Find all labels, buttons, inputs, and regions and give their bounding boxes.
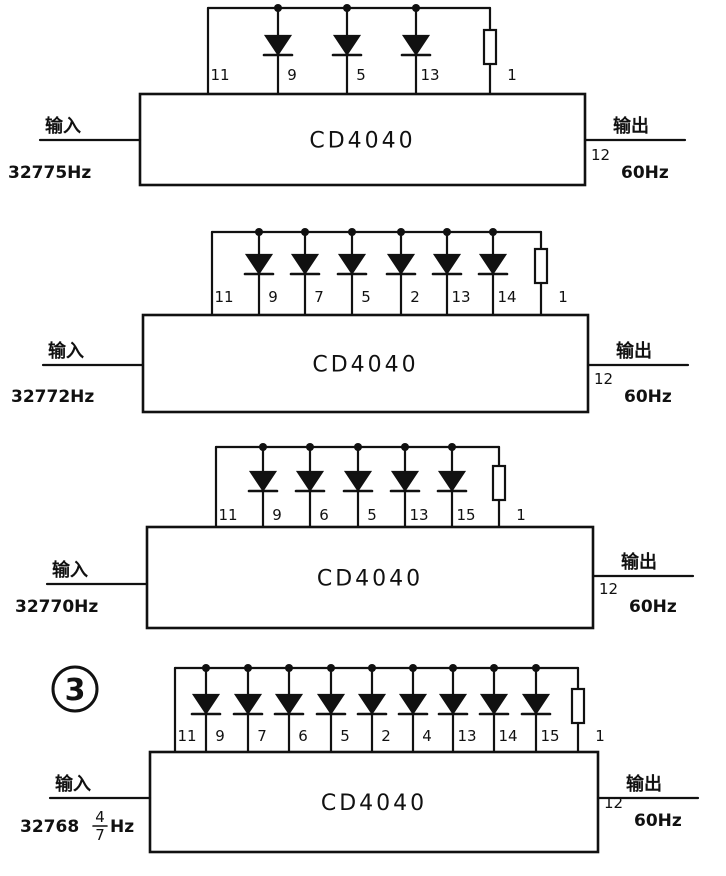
output-label: 输出 xyxy=(613,115,649,137)
diode-icon xyxy=(316,693,346,715)
input-label: 输入 xyxy=(45,115,81,137)
chip-label: CD4040 xyxy=(321,791,427,816)
output-pin-number: 12 xyxy=(604,794,623,812)
pin-number: 14 xyxy=(498,727,517,745)
diode-icon xyxy=(390,470,420,492)
output-pin-number: 12 xyxy=(591,146,610,164)
pin-number: 7 xyxy=(257,727,267,745)
output-label: 输出 xyxy=(616,340,652,362)
resistor-pin-number: 1 xyxy=(507,66,517,84)
pin-number: 6 xyxy=(319,506,329,524)
pin-number: 9 xyxy=(272,506,282,524)
resistor-pin-number: 1 xyxy=(595,727,605,745)
resistor-icon xyxy=(491,464,507,502)
input-label: 输入 xyxy=(55,773,91,795)
resistor-icon xyxy=(570,687,586,725)
pin-number: 13 xyxy=(451,288,470,306)
diode-icon xyxy=(244,253,274,275)
pin-number-left: 11 xyxy=(177,727,196,745)
input-frequency: 32772Hz xyxy=(11,387,94,407)
pin-number-left: 11 xyxy=(210,66,229,84)
diode-icon xyxy=(478,253,508,275)
diode-icon xyxy=(248,470,278,492)
input-label: 输入 xyxy=(52,559,88,581)
pin-number: 13 xyxy=(457,727,476,745)
resistor-icon xyxy=(533,247,549,285)
diode-icon xyxy=(386,253,416,275)
input-frequency: 32770Hz xyxy=(15,597,98,617)
diode-icon xyxy=(357,693,387,715)
chip-box xyxy=(145,525,595,630)
input-frequency: 32768 xyxy=(20,817,79,837)
pin-number: 5 xyxy=(367,506,377,524)
output-frequency: 60Hz xyxy=(634,811,682,831)
diode-icon xyxy=(233,693,263,715)
chip-label: CD4040 xyxy=(309,129,415,154)
pin-number-left: 11 xyxy=(218,506,237,524)
input-frequency-unit: Hz xyxy=(110,817,134,837)
pin-number: 15 xyxy=(540,727,559,745)
pin-number: 2 xyxy=(410,288,420,306)
output-frequency: 60Hz xyxy=(629,597,677,617)
pin-number: 2 xyxy=(381,727,391,745)
diode-icon xyxy=(191,693,221,715)
diode-icon xyxy=(521,693,551,715)
diode-icon xyxy=(332,34,362,56)
pin-number: 5 xyxy=(361,288,371,306)
figure-circle xyxy=(51,665,99,713)
input-frequency: 32775Hz xyxy=(8,163,91,183)
resistor-icon xyxy=(482,28,498,66)
diode-icon xyxy=(432,253,462,275)
frequency-fraction-denominator: 7 xyxy=(95,826,105,844)
pin-number: 7 xyxy=(314,288,324,306)
diode-icon xyxy=(263,34,293,56)
resistor-pin-number: 1 xyxy=(558,288,568,306)
output-label: 输出 xyxy=(626,773,662,795)
pin-number: 15 xyxy=(456,506,475,524)
pin-number-left: 11 xyxy=(214,288,233,306)
diode-icon xyxy=(437,470,467,492)
pin-number: 14 xyxy=(497,288,516,306)
pin-number: 4 xyxy=(422,727,432,745)
output-pin-number: 12 xyxy=(594,370,613,388)
output-label: 输出 xyxy=(621,551,657,573)
chip-box xyxy=(148,750,600,854)
pin-number: 9 xyxy=(215,727,225,745)
diode-icon xyxy=(274,693,304,715)
diode-icon xyxy=(343,470,373,492)
output-pin-number: 12 xyxy=(599,580,618,598)
diode-icon xyxy=(337,253,367,275)
pin-number: 13 xyxy=(420,66,439,84)
pin-number: 13 xyxy=(409,506,428,524)
diode-icon xyxy=(438,693,468,715)
diode-icon xyxy=(290,253,320,275)
output-frequency: 60Hz xyxy=(621,163,669,183)
pin-number: 6 xyxy=(298,727,308,745)
diode-icon xyxy=(401,34,431,56)
chip-label: CD4040 xyxy=(317,567,423,592)
pin-number: 9 xyxy=(287,66,297,84)
chip-box xyxy=(141,313,590,414)
figure-number: 3 xyxy=(65,673,86,708)
input-label: 输入 xyxy=(48,340,84,362)
resistor-pin-number: 1 xyxy=(516,506,526,524)
frequency-fraction-numerator: 4 xyxy=(95,808,105,826)
output-frequency: 60Hz xyxy=(624,387,672,407)
diode-icon xyxy=(398,693,428,715)
chip-label: CD4040 xyxy=(312,353,418,378)
pin-number: 5 xyxy=(356,66,366,84)
diode-icon xyxy=(479,693,509,715)
pin-number: 9 xyxy=(268,288,278,306)
diode-icon xyxy=(295,470,325,492)
pin-number: 5 xyxy=(340,727,350,745)
